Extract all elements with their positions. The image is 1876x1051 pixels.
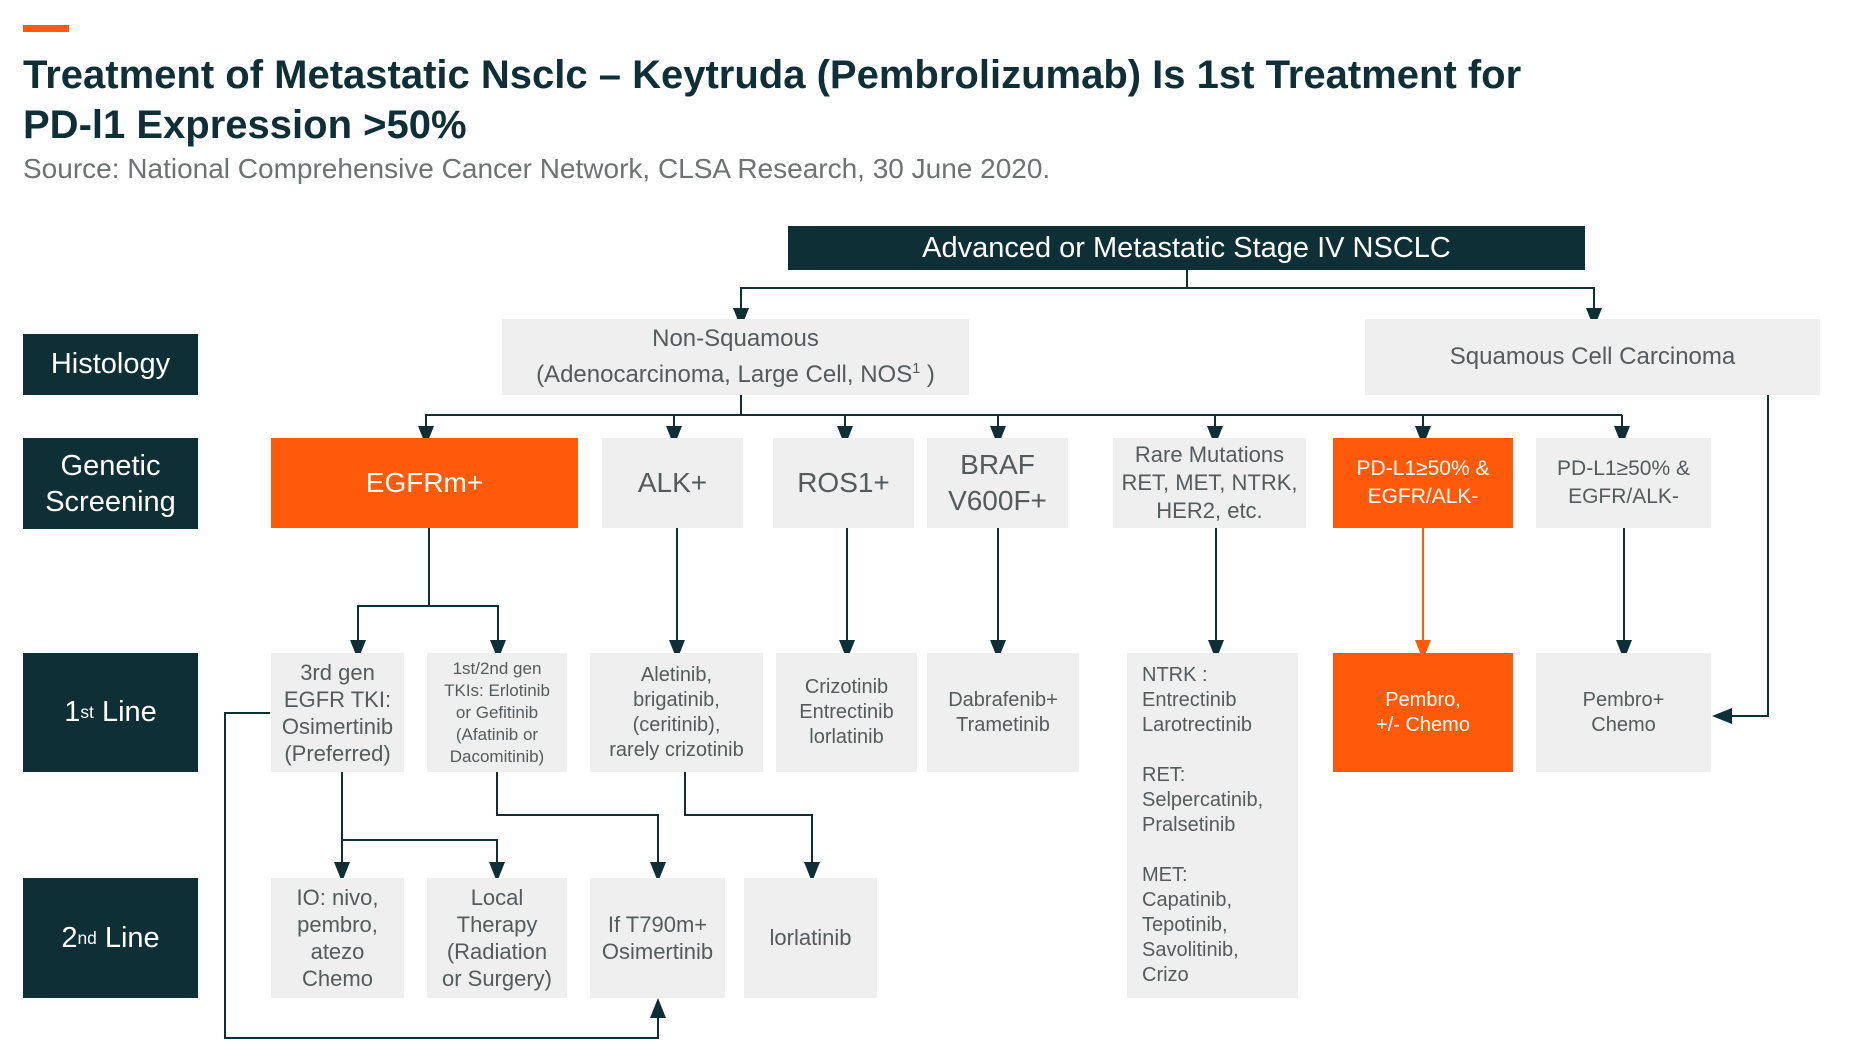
first-line-third-gen: 3rd gen EGFR TKI: Osimertinib (Preferred…: [271, 653, 404, 772]
genetic-pdl1-grey: PD-L1≥50% & EGFR/ALK-: [1536, 438, 1711, 528]
row-label-genetic-screening: Genetic Screening: [23, 438, 198, 529]
connector-squamous-tx: [1712, 395, 1769, 724]
connector-egfr-third: [350, 528, 430, 660]
connector-first-t790: [496, 772, 666, 882]
first-line-sup: st: [80, 702, 94, 722]
first-line-alk-treatment: Aletinib, brigatinib, (ceritinib), rarel…: [590, 653, 763, 772]
second-line-num: 2: [61, 921, 78, 954]
genetic-ros1: ROS1+: [773, 438, 914, 528]
row-label-histology: Histology: [23, 334, 198, 395]
genetic-egfr: EGFRm+: [271, 438, 578, 528]
source-note: Source: National Comprehensive Cancer Ne…: [23, 153, 1051, 184]
first-line-rest: Line: [93, 696, 157, 728]
histology-squamous: Squamous Cell Carcinoma: [1365, 319, 1820, 395]
genetic-alk: ALK+: [602, 438, 743, 528]
second-line-t790: If T790m+ Osimertinib: [590, 878, 725, 998]
genetic-pdl1-orange: PD-L1≥50% & EGFR/ALK-: [1333, 438, 1513, 528]
second-line-io: IO: nivo, pembro, atezo Chemo: [271, 878, 404, 998]
second-line-sup: nd: [77, 927, 97, 948]
connector-alk-lorlatinib: [684, 772, 820, 882]
root-node: Advanced or Metastatic Stage IV NSCLC: [788, 226, 1585, 270]
first-line-pembro-chemo-orange: Pembro, +/- Chemo: [1333, 653, 1513, 772]
connector-third-local: [342, 839, 505, 882]
second-line-local-therapy: Local Therapy (Radiation or Surgery): [427, 878, 567, 998]
non-squamous-footnote: 1: [912, 361, 921, 377]
first-line-rare-treatment: NTRK : Entrectinib Larotrectinib RET: Se…: [1127, 653, 1298, 998]
first-line-first-second-gen: 1st/2nd gen TKIs: Erlotinib or Gefitinib…: [427, 653, 567, 772]
first-line-num: 1: [64, 696, 81, 728]
first-line-braf-treatment: Dabrafenib+ Trametinib: [927, 653, 1079, 772]
connector-egfr: [418, 395, 742, 446]
page-title: Treatment of Metastatic Nsclc – Keytruda…: [23, 50, 1723, 150]
first-line-pembro-chemo-grey: Pembro+ Chemo: [1536, 653, 1711, 772]
non-squamous-text: Non-Squamous (Adenocarcinoma, Large Cell…: [536, 325, 913, 388]
title-line-1: Treatment of Metastatic Nsclc – Keytruda…: [23, 53, 1522, 97]
connector-root-squamous: [1187, 287, 1602, 328]
connector-root-nonsquamous: [733, 270, 1188, 328]
second-line-lorlatinib: lorlatinib: [744, 878, 877, 998]
accent-bar: [23, 25, 69, 32]
first-line-ros1-treatment: Crizotinib Entrectinib lorlatinib: [776, 653, 917, 772]
non-squamous-end: ): [920, 361, 935, 388]
second-line-rest: Line: [96, 921, 160, 954]
histology-non-squamous: Non-Squamous (Adenocarcinoma, Large Cell…: [502, 319, 969, 395]
genetic-rare-mutations: Rare Mutations RET, MET, NTRK, HER2, etc…: [1113, 438, 1306, 528]
genetic-braf: BRAF V600F+: [927, 438, 1068, 528]
connector-egfr-first: [429, 605, 506, 660]
title-line-2: PD-l1 Expression >50%: [23, 103, 467, 147]
